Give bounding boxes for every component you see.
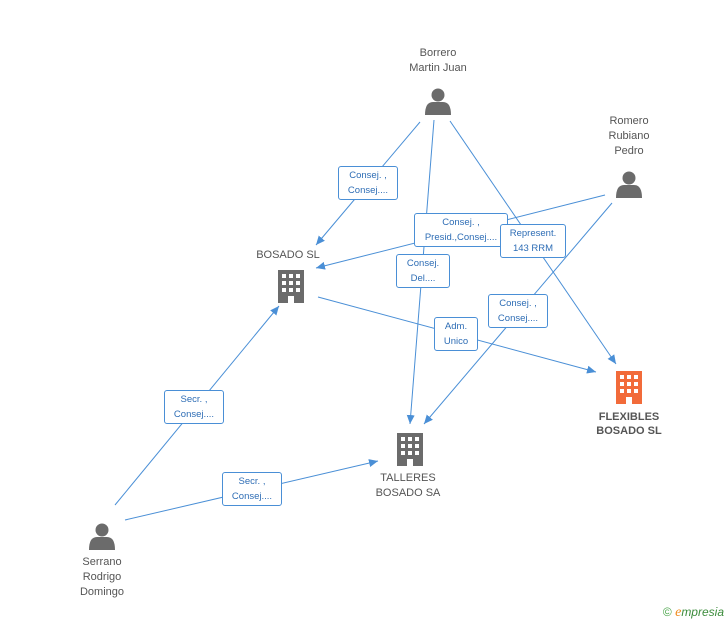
edge-label-borrero-bosado: Consej. , Consej....: [338, 166, 398, 200]
edge-label-borrero-talleres: Consej. Del....: [396, 254, 450, 288]
node-label-talleres[interactable]: TALLERES BOSADO SA: [375, 472, 441, 499]
brand-footer: © empresia: [663, 605, 724, 621]
edge-label-serrano-bosado: Secr. , Consej....: [164, 390, 224, 424]
node-label-serrano[interactable]: Serrano Rodrigo Domingo: [79, 556, 125, 598]
copyright-symbol: ©: [662, 605, 672, 619]
brand-logo-e: e: [675, 605, 682, 620]
building-icon: [397, 433, 423, 466]
edge-label-serrano-talleres: Secr. , Consej....: [222, 472, 282, 506]
person-icon: [89, 523, 115, 550]
edge-label-bosado-flexibles: Adm. Unico: [434, 317, 478, 351]
node-label-borrero[interactable]: Borrero Martin Juan: [409, 47, 467, 74]
building-icon: [278, 270, 304, 303]
edge-label-borrero-flexibles: Represent. 143 RRM: [500, 224, 566, 258]
building-icon: [616, 371, 642, 404]
node-label-romero[interactable]: Romero Rubiano Pedro: [608, 115, 650, 157]
person-icon: [425, 88, 451, 115]
person-icon: [616, 171, 642, 198]
brand-logo-text: mpresia: [681, 605, 724, 619]
edge-label-romero-bosado: Consej. , Presid.,Consej....: [414, 213, 508, 247]
edge-label-romero-talleres: Consej. , Consej....: [488, 294, 548, 328]
node-label-flexibles[interactable]: FLEXIBLES BOSADO SL: [596, 411, 662, 437]
node-label-bosado-sl[interactable]: BOSADO SL: [256, 249, 320, 261]
